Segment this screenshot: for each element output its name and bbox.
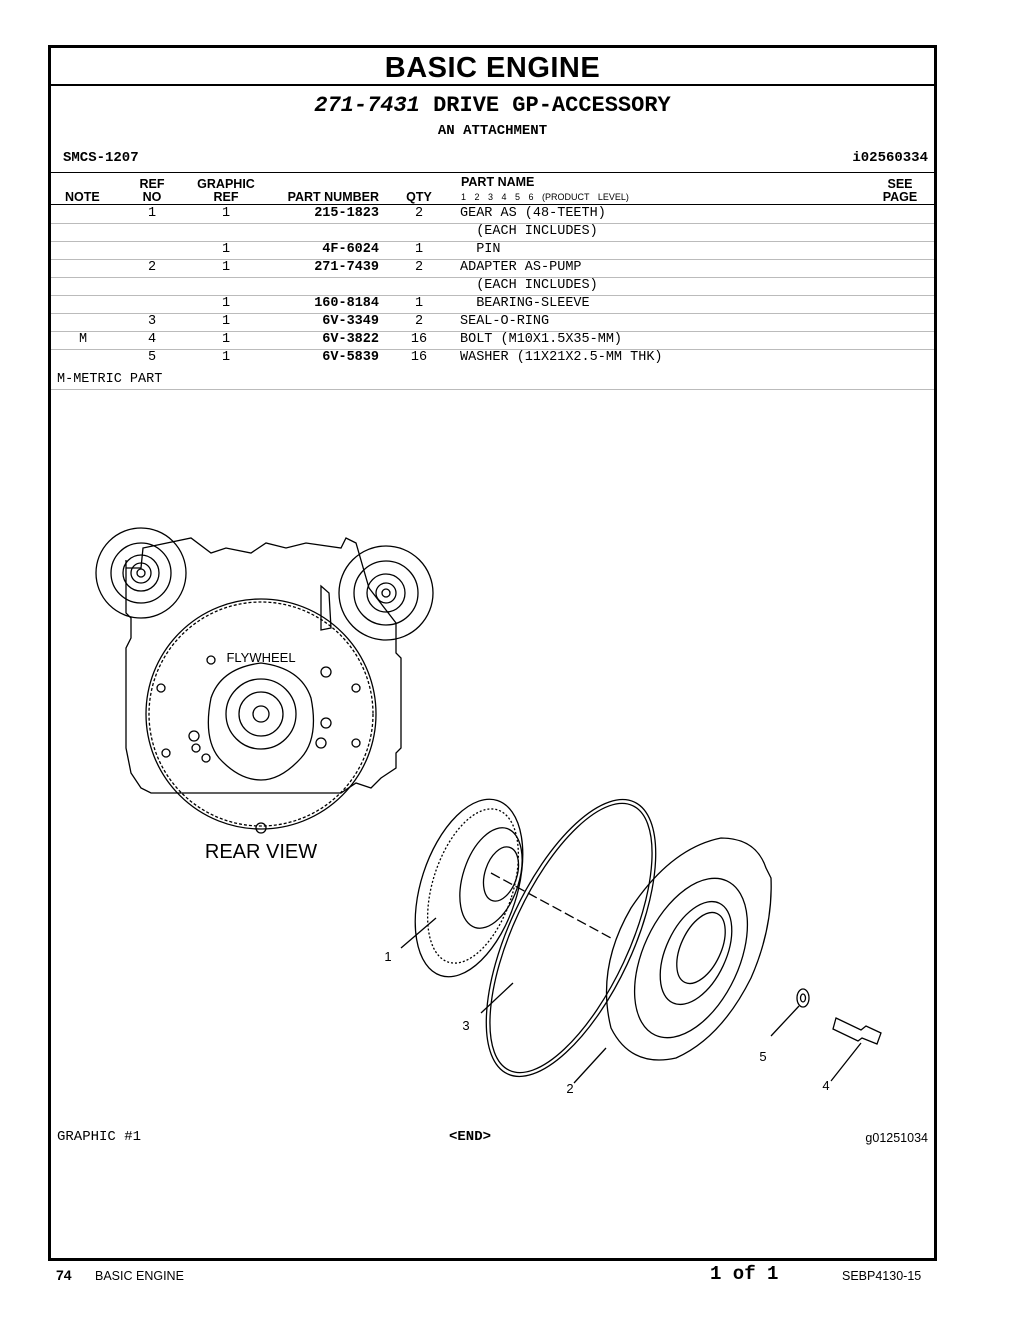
- engine-block-outline: [125, 537, 402, 794]
- end-mark: <END>: [449, 1129, 492, 1145]
- section-title: BASIC ENGINE: [51, 48, 934, 86]
- group-number: 271-7431: [314, 93, 420, 118]
- col-see-top: SEE: [887, 177, 913, 191]
- footer-page-number: 74: [56, 1267, 72, 1283]
- col-graphic-bottom: REF: [213, 190, 239, 204]
- flywheel-label: FLYWHEEL: [226, 650, 295, 665]
- o-ring-seal: [485, 798, 657, 1078]
- callout-1: 1: [384, 949, 391, 964]
- washer: [796, 988, 810, 1008]
- flywheel-housing: [145, 598, 377, 830]
- callout-5: 5: [759, 1049, 766, 1064]
- callout-4: 4: [822, 1078, 829, 1093]
- col-ref-bottom: NO: [142, 190, 162, 204]
- group-name: DRIVE GP-ACCESSORY: [433, 93, 671, 118]
- footer-page-of: 1 of 1: [710, 1263, 779, 1285]
- rear-view-label: REAR VIEW: [205, 841, 317, 863]
- bolt: [832, 1017, 882, 1045]
- header-top-rule: [51, 172, 934, 173]
- table-row: (EACH INCLUDES): [51, 277, 934, 296]
- flywheel: [207, 662, 315, 781]
- graphic-id: g01251034: [865, 1131, 928, 1145]
- metric-note: M-METRIC PART: [57, 372, 163, 387]
- group-title: 271-7431 DRIVE GP-ACCESSORY: [51, 93, 934, 118]
- col-ref-top: REF: [139, 177, 165, 191]
- col-note: NOTE: [65, 190, 100, 204]
- gear-assembly: [414, 798, 524, 978]
- exploded-view-illustration: FLYWHEEL REAR VIEW 1 2 3 4 5: [95, 527, 882, 1096]
- col-see-bottom: PAGE: [882, 190, 918, 204]
- col-part-number: PART NUMBER: [287, 190, 379, 204]
- table-row: (EACH INCLUDES): [51, 223, 934, 242]
- callout-3: 3: [462, 1018, 469, 1033]
- metric-rule: [51, 389, 934, 390]
- page-frame: BASIC ENGINE 271-7431 DRIVE GP-ACCESSORY…: [48, 45, 937, 1261]
- smcs-code: SMCS-1207: [63, 150, 139, 166]
- col-graphic-top: GRAPHIC: [197, 177, 255, 191]
- header-bottom-rule: [51, 204, 934, 205]
- right-accessory-flange: [338, 545, 434, 641]
- col-product-levels: 1 2 3 4 5 6 (PRODUCT LEVEL): [461, 192, 629, 202]
- col-qty: QTY: [406, 190, 432, 204]
- footer-title: BASIC ENGINE: [95, 1269, 184, 1283]
- illustration-id: i02560334: [852, 150, 928, 166]
- callout-2: 2: [566, 1081, 573, 1096]
- graphic-label: GRAPHIC #1: [57, 1129, 142, 1145]
- adapter-assembly: [605, 837, 772, 1061]
- col-part-name: PART NAME: [461, 175, 535, 189]
- left-accessory-flange: [95, 527, 187, 619]
- footer-doc-number: SEBP4130-15: [842, 1269, 922, 1283]
- group-subtitle: AN ATTACHMENT: [437, 123, 548, 139]
